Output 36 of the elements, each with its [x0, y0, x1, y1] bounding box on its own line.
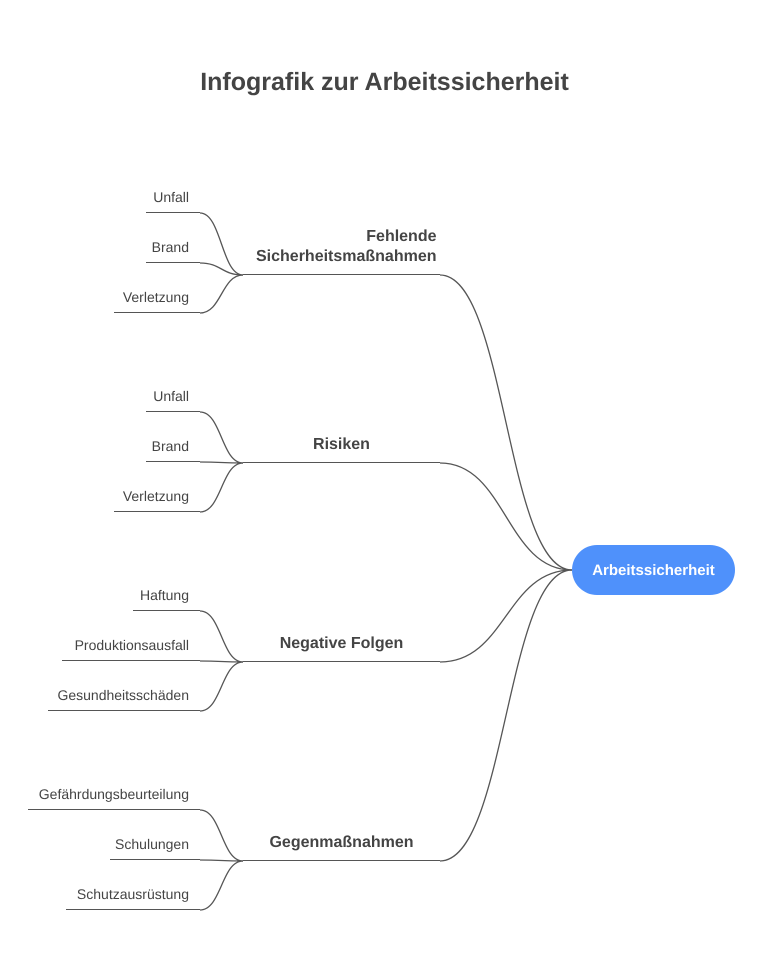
branch-connector	[200, 859, 243, 862]
underlined-topic	[243, 435, 440, 463]
branch-connector	[200, 660, 243, 663]
subtopic-text: Produktionsausfall	[74, 636, 189, 654]
subtopic-text: Gesundheitsschäden	[57, 686, 189, 704]
branch-connector	[200, 860, 244, 911]
subtopic-text: Unfall	[153, 387, 189, 405]
branch-connector	[440, 569, 572, 862]
branch-connector	[200, 411, 244, 464]
subtopic-text: Haftung	[140, 586, 189, 604]
subtopic-text: Verletzung	[122, 288, 189, 306]
diagram-title: Infografik zur Arbeitssicherheit	[200, 67, 569, 98]
subtopic-text: Schulungen	[115, 835, 189, 853]
branch-topic-text: Negative Folgen	[280, 634, 404, 654]
central-topic-text: Arbeitssicherheit	[592, 562, 715, 578]
underlined-topic	[243, 833, 440, 861]
branch-connector	[200, 462, 244, 513]
subtopic-text: Verletzung	[122, 487, 189, 505]
branch-connector	[440, 462, 572, 571]
underlined-topic	[243, 634, 440, 662]
subtopic-text: Brand	[152, 238, 189, 256]
subtopic-text: Gefährdungsbeurteilung	[38, 785, 189, 803]
branch-connector	[200, 661, 244, 712]
branch-connector	[200, 461, 243, 464]
branch-connector	[200, 274, 244, 314]
subtopic-text: Schutzausrüstung	[76, 885, 189, 903]
branch-topic-text: Risiken	[313, 435, 370, 455]
branch-connector	[200, 610, 244, 663]
branch-topic-text: Gegenmaßnahmen	[269, 833, 414, 853]
central-topic-pill	[572, 545, 735, 595]
branch-connector	[200, 212, 244, 276]
branch-connector	[200, 809, 244, 862]
subtopic-text: Unfall	[153, 188, 189, 206]
subtopic-text: Brand	[152, 437, 189, 455]
branch-topic-text: Fehlende Sicherheitsmaßnahmen	[255, 227, 436, 267]
branch-connector	[440, 274, 572, 571]
